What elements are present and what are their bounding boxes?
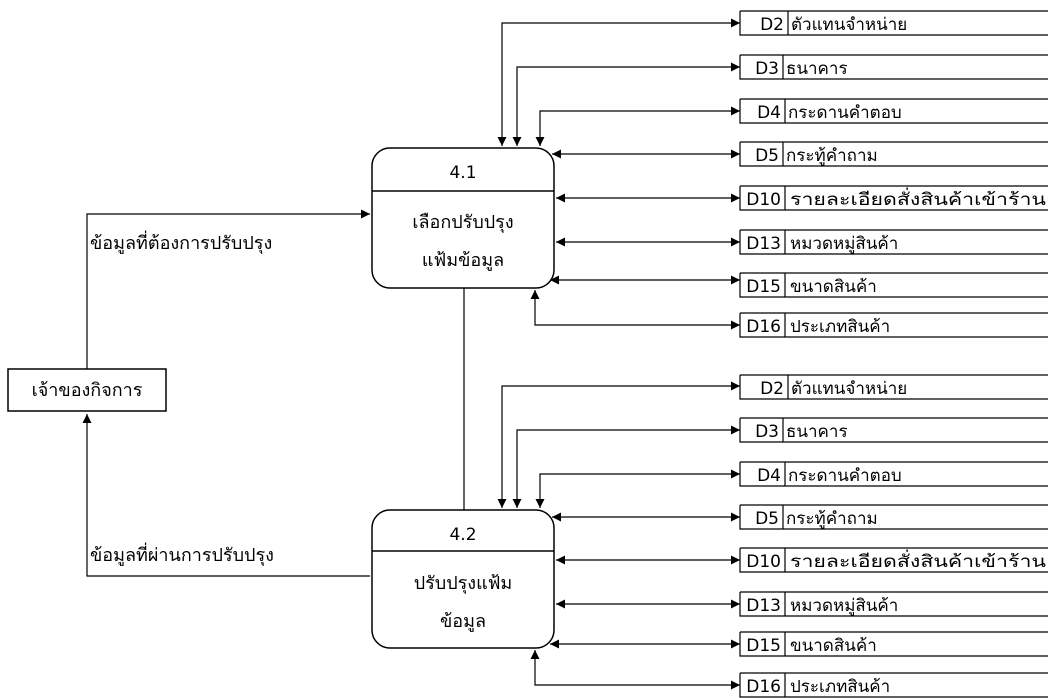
datastore-name: ธนาคาร xyxy=(786,59,848,79)
datastore-d16[interactable]: D16 ประเภทสินค้า xyxy=(739,312,1048,338)
datastore-code: D3 xyxy=(755,59,779,79)
datastore-d10[interactable]: D10 รายละเอียดสั่งสินค้าเข้าร้าน xyxy=(739,547,1048,573)
datastore-d13[interactable]: D13 หมวดหมู่สินค้า xyxy=(739,229,1048,255)
process-4-1[interactable]: 4.1 เลือกปรับปรุง แฟ้มข้อมูล xyxy=(371,147,555,289)
datastore-name: กระดานคำตอบ xyxy=(788,103,902,123)
datastore-code: D15 xyxy=(746,636,781,656)
process-name-line1: เลือกปรับปรุง xyxy=(412,212,513,233)
datastore-code: D13 xyxy=(746,596,781,616)
datastore-code: D15 xyxy=(746,277,781,297)
datastore-name: ธนาคาร xyxy=(786,422,848,442)
datastore-name: หมวดหมู่สินค้า xyxy=(790,234,898,254)
datastore-d2[interactable]: D2 ตัวแทนจำหน่าย xyxy=(739,10,1048,36)
flow-out-label: ข้อมูลที่ผ่านการปรับปรุง xyxy=(90,542,274,566)
datastore-d3[interactable]: D3 ธนาคาร xyxy=(739,417,1048,443)
flow-4-1-d4 xyxy=(535,106,740,146)
datastore-d4[interactable]: D4 กระดานคำตอบ xyxy=(739,98,1048,124)
datastore-name: ตัวแทนจำหน่าย xyxy=(791,379,907,399)
datastore-code: D5 xyxy=(755,146,779,166)
datastore-code: D4 xyxy=(757,103,781,123)
flow-in-line xyxy=(86,209,370,369)
datastore-code: D2 xyxy=(760,379,784,399)
external-entity-owner[interactable]: เจ้าของกิจการ xyxy=(7,368,167,412)
datastore-d2[interactable]: D2 ตัวแทนจำหน่าย xyxy=(739,374,1048,400)
datastore-code: D4 xyxy=(757,466,781,486)
process-name-line2: แฟ้มข้อมูล xyxy=(422,250,504,271)
datastore-code: D10 xyxy=(746,190,781,210)
datastore-name: รายละเอียดสั่งสินค้าเข้าร้าน xyxy=(790,187,1046,210)
process-name-line2: ข้อมูล xyxy=(440,611,486,632)
process-4-2[interactable]: 4.2 ปรับปรุงแฟ้ม ข้อมูล xyxy=(371,509,555,649)
datastore-code: D5 xyxy=(755,509,779,529)
flow-4-1-d3 xyxy=(512,62,740,146)
datastore-code: D16 xyxy=(746,677,781,697)
process-id: 4.2 xyxy=(449,525,476,545)
flow-4-1-d16 xyxy=(530,290,740,330)
datastore-d5[interactable]: D5 กระทู้คำถาม xyxy=(739,504,1048,530)
datastore-d13[interactable]: D13 หมวดหมู่สินค้า xyxy=(739,591,1048,617)
process-name-line1: ปรับปรุงแฟ้ม xyxy=(414,573,513,594)
datastore-name: กระดานคำตอบ xyxy=(788,466,902,486)
datastore-d5[interactable]: D5 กระทู้คำถาม xyxy=(739,141,1048,167)
datastore-d16[interactable]: D16 ประเภทสินค้า xyxy=(739,672,1048,698)
flow-4-2-d2 xyxy=(497,381,740,508)
flow-out-line xyxy=(82,414,370,577)
entity-label: เจ้าของกิจการ xyxy=(32,380,143,401)
datastore-name: กระทู้คำถาม xyxy=(786,146,878,166)
datastore-d4[interactable]: D4 กระดานคำตอบ xyxy=(739,461,1048,487)
datastore-code: D3 xyxy=(755,422,779,442)
datastore-d15[interactable]: D15 ขนาดสินค้า xyxy=(739,272,1048,298)
datastore-code: D13 xyxy=(746,234,781,254)
datastore-name: ตัวแทนจำหน่าย xyxy=(791,15,907,35)
datastore-name: ขนาดสินค้า xyxy=(790,277,877,297)
flow-4-2-d3 xyxy=(512,425,740,508)
datastore-d3[interactable]: D3 ธนาคาร xyxy=(739,54,1048,80)
datastore-name: ประเภทสินค้า xyxy=(790,677,890,697)
datastore-name: กระทู้คำถาม xyxy=(786,509,878,529)
datastore-name: รายละเอียดสั่งสินค้าเข้าร้าน xyxy=(790,549,1046,572)
flow-4-2-d16 xyxy=(530,650,740,690)
datastore-name: หมวดหมู่สินค้า xyxy=(790,596,898,616)
datastore-d10[interactable]: D10 รายละเอียดสั่งสินค้าเข้าร้าน xyxy=(739,185,1048,211)
datastore-code: D2 xyxy=(760,15,784,35)
datastore-d15[interactable]: D15 ขนาดสินค้า xyxy=(739,631,1048,657)
datastore-name: ประเภทสินค้า xyxy=(790,317,890,337)
datastore-code: D10 xyxy=(746,552,781,572)
flow-4-2-d4 xyxy=(535,469,740,508)
datastore-name: ขนาดสินค้า xyxy=(790,636,877,656)
datastore-code: D16 xyxy=(746,317,781,337)
process-id: 4.1 xyxy=(449,163,476,183)
flow-in-label: ข้อมูลที่ต้องการปรับปรุง xyxy=(90,230,272,254)
flow-4-1-d2 xyxy=(497,18,740,146)
